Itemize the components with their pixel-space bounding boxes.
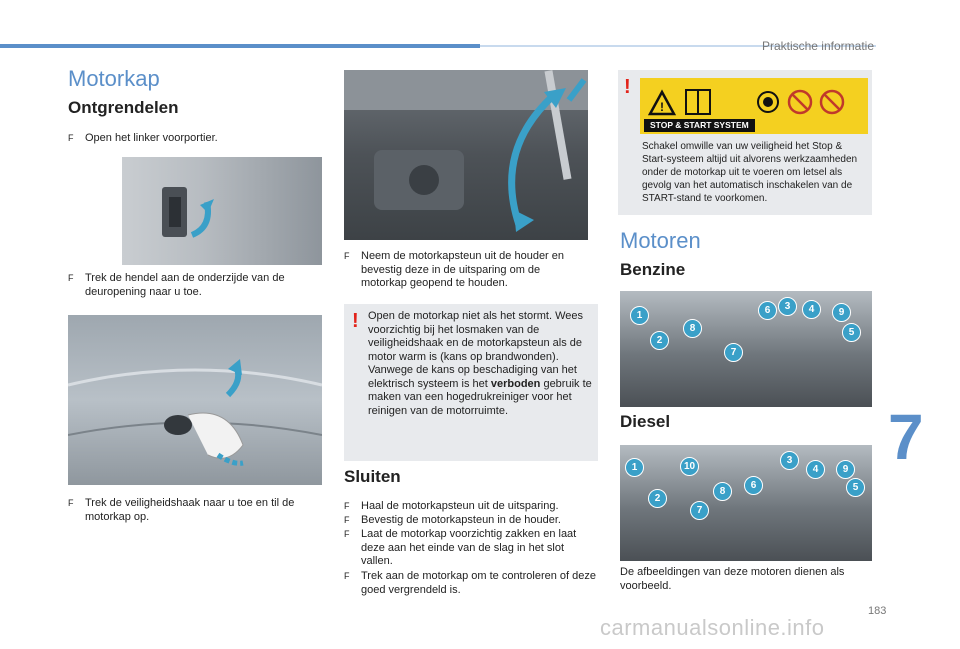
stopstart-label-text: STOP & START SYSTEM [644,119,755,132]
engine-part-number: 7 [690,501,709,520]
hood-prop-photo [344,70,588,240]
engine-part-number: 4 [806,460,825,479]
warning-icon: ! [352,310,359,332]
bullet-icon: F [344,251,350,261]
watermark: carmanualsonline.info [600,615,825,640]
engine-caption: De afbeeldingen van deze motoren dienen … [620,566,845,592]
warning-icon: ! [624,76,631,98]
chapter-number: 7 [888,401,924,473]
close-step-4: F Trek aan de motorkap om te controleren… [344,570,596,596]
step-open-door: F Open het linker voorportier. [68,132,218,144]
hood-warning-box: ! Open de motorkap niet als het stormt. … [344,304,598,461]
bullet-icon: F [344,571,350,581]
section-header: Praktische informatie [761,39,874,53]
diesel-engine-photo: 1 10 2 8 6 7 3 4 9 5 [620,445,872,561]
engine-part-number: 2 [648,489,667,508]
engines-title: Motoren [620,228,701,253]
bullet-icon: F [68,498,74,508]
engine-part-number: 7 [724,343,743,362]
subtitle-close: Sluiten [344,467,401,486]
engine-part-number: 4 [802,300,821,319]
engine-part-number: 2 [650,331,669,350]
bullet-icon: F [68,273,74,283]
stopstart-label: ! STOP & START SYSTEM [640,78,868,134]
bullet-icon: F [68,133,74,143]
engine-part-number: 6 [744,476,763,495]
engine-part-number: 3 [778,297,797,316]
engine-part-number: 1 [630,306,649,325]
svg-text:!: ! [660,100,664,114]
bullet-icon: F [344,515,350,525]
petrol-engine-photo: 1 2 8 7 6 3 4 9 5 [620,291,872,407]
warning-emphasis: verboden [490,377,541,390]
engine-part-number: 8 [713,482,732,501]
engine-part-number: 1 [625,458,644,477]
door-lever-photo [122,157,322,265]
engine-part-number: 9 [836,460,855,479]
bullet-icon: F [344,501,350,511]
close-step-1: F Haal de motorkapsteun uit de uitsparin… [344,500,559,512]
step-pull-lever: F Trek de hendel aan de onderzijde van d… [68,272,285,298]
engine-part-number: 6 [758,301,777,320]
engine-part-number: 10 [680,457,699,476]
engine-part-number: 5 [842,323,861,342]
bullet-icon: F [344,529,350,539]
engine-part-number: 3 [780,451,799,470]
engine-part-number: 8 [683,319,702,338]
header-bar [0,44,480,48]
step-prop-hood: F Neem de motorkapsteun uit de houder en… [344,250,565,289]
engine-part-number: 5 [846,478,865,497]
safety-catch-photo [68,315,322,485]
close-step-3: F Laat de motorkap voorzichtig zakken en… [344,528,577,567]
stopstart-pictograms-icon: ! [647,89,845,116]
close-step-2: F Bevestig de motorkapsteun in de houder… [344,514,561,526]
header-rule [480,45,876,47]
page-number: 183 [868,605,887,617]
subtitle-unlock: Ontgrendelen [68,98,179,117]
page-title: Motorkap [68,66,160,91]
subtitle-diesel: Diesel [620,412,671,431]
hood-warning-text: Open de motorkap niet als het stormt. We… [368,310,592,417]
stopstart-warning-box: ! ! STOP & START SYSTEM Schakel omwille … [618,70,872,215]
engine-part-number: 9 [832,303,851,322]
step-lift-hood: F Trek de veiligheidshaak naar u toe en … [68,497,295,523]
subtitle-petrol: Benzine [620,260,686,279]
stopstart-warning-text: Schakel omwille van uw veiligheid het St… [642,141,858,204]
